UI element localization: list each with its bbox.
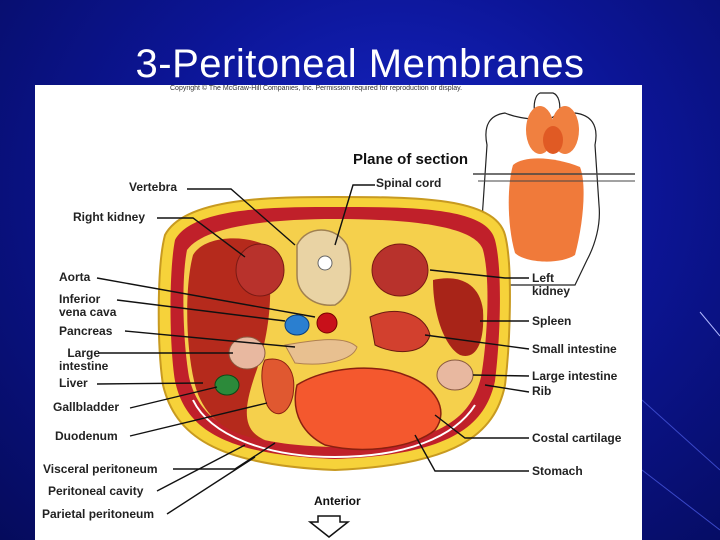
label-parietal-peritoneum: Parietal peritoneum [42, 507, 155, 521]
label-peritoneal-cavity: Peritoneal cavity [48, 484, 144, 498]
label-aorta: Aorta [59, 270, 91, 284]
label-left-kidney: Left kidney [532, 271, 571, 298]
label-large-intestine-left: Large intestine [59, 346, 109, 373]
label-right-kidney: Right kidney [73, 210, 146, 224]
label-spinal-cord: Spinal cord [376, 176, 442, 190]
cross-section-diagram [96, 92, 635, 538]
label-small-intestine: Small intestine [532, 342, 617, 356]
plane-of-section-title: Plane of section [353, 151, 469, 168]
slide-title: 3-Peritoneal Membranes [135, 42, 585, 86]
label-costal-cartilage: Costal cartilage [532, 431, 622, 445]
anterior-arrow-icon [307, 515, 351, 538]
torso-inset [473, 92, 635, 286]
label-inferior-vena-cava: Inferior vena cava [59, 292, 117, 319]
label-liver: Liver [59, 376, 88, 390]
label-spleen: Spleen [532, 314, 572, 328]
label-stomach: Stomach [532, 464, 583, 478]
cross-section [157, 196, 511, 472]
anterior-label: Anterior [314, 494, 361, 508]
leader-lines [96, 184, 530, 515]
label-gallbladder: Gallbladder [53, 400, 120, 414]
label-pancreas: Pancreas [59, 324, 113, 338]
label-duodenum: Duodenum [55, 429, 118, 443]
label-visceral-peritoneum: Visceral peritoneum [43, 462, 158, 476]
label-vertebra: Vertebra [129, 180, 178, 194]
copyright-notice: Copyright © The McGraw-Hill Companies, I… [170, 85, 463, 92]
label-rib: Rib [532, 384, 552, 398]
anatomy-figure: Copyright © The McGraw-Hill Companies, I… [35, 85, 642, 540]
label-large-intestine-right: Large intestine [532, 369, 618, 383]
